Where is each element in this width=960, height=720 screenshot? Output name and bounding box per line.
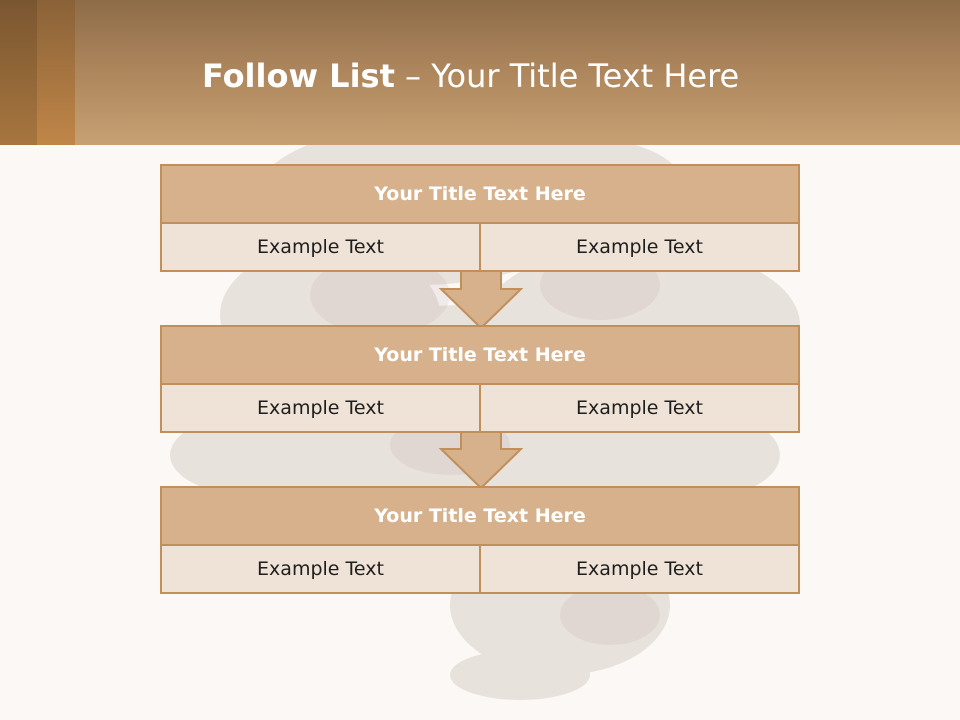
step-box-3: Your Title Text Here Example Text Exampl…	[160, 486, 800, 594]
step-cell-right: Example Text	[481, 385, 798, 431]
step-cell-right: Example Text	[481, 546, 798, 592]
step-cell-left: Example Text	[162, 546, 479, 592]
down-arrow-icon	[438, 430, 524, 490]
header-band: Follow List – Your Title Text Here	[0, 0, 960, 145]
step-row: Example Text Example Text	[162, 546, 798, 592]
step-title: Your Title Text Here	[162, 166, 798, 222]
header-accent-strip	[0, 0, 37, 145]
step-title: Your Title Text Here	[162, 327, 798, 383]
step-title: Your Title Text Here	[162, 488, 798, 544]
slide-title: Follow List – Your Title Text Here	[202, 54, 739, 98]
slide-title-rest: – Your Title Text Here	[394, 57, 740, 95]
step-box-2: Your Title Text Here Example Text Exampl…	[160, 325, 800, 433]
step-cell-right: Example Text	[481, 224, 798, 270]
step-cell-left: Example Text	[162, 385, 479, 431]
step-box-1: Your Title Text Here Example Text Exampl…	[160, 164, 800, 272]
header-accent-strip	[37, 0, 75, 145]
step-row: Example Text Example Text	[162, 385, 798, 431]
step-cell-left: Example Text	[162, 224, 479, 270]
down-arrow-icon	[438, 270, 524, 330]
slide-title-bold: Follow List	[202, 57, 395, 95]
step-row: Example Text Example Text	[162, 224, 798, 270]
